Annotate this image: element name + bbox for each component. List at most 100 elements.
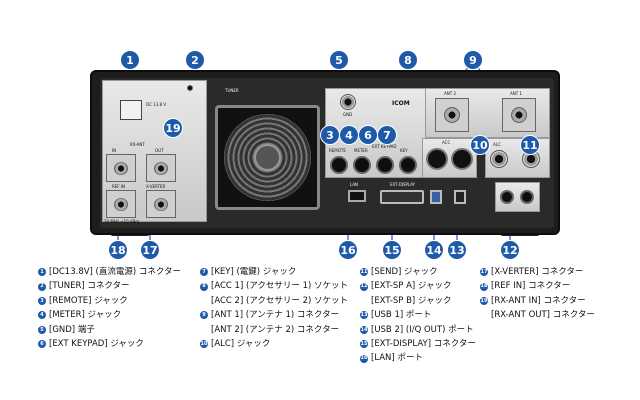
legend-text: [RX-ANT OUT] コネクター (491, 310, 595, 321)
legend-num: 17 (480, 268, 488, 277)
callout-7: 7 (377, 125, 397, 145)
legend-num: 10 (200, 340, 208, 349)
tuner-connector[interactable] (187, 85, 193, 91)
ext-keypad-jack[interactable] (376, 156, 394, 174)
legend-item: 1[DC13.8V] (直流電源) コネクター (38, 265, 181, 279)
cooling-fan (215, 105, 320, 210)
alc-jack[interactable] (490, 150, 508, 168)
legend-text: [GND] 端子 (49, 324, 95, 335)
callout-18: 18 (108, 240, 128, 260)
remote-label: REMOTE (329, 148, 346, 153)
callout-10: 10 (470, 135, 490, 155)
ant2-label: ANT 2 (444, 91, 456, 96)
legend-text: [ANT 2] (アンテナ 2) コネクター (211, 324, 340, 335)
ext-sp-b-jack[interactable] (520, 190, 534, 204)
callout-14: 14 (424, 240, 444, 260)
legend-item: 19[RX-ANT IN] コネクター (480, 294, 595, 308)
rx-ant-out-connector[interactable] (146, 154, 176, 182)
legend-num: 14 (360, 325, 368, 334)
ant1-label: ANT 1 (510, 91, 522, 96)
legend-num: 6 (38, 340, 46, 349)
legend-num: 3 (38, 297, 46, 306)
ref-in-label: REF IN (112, 184, 126, 189)
ext-sp-a-jack[interactable] (500, 190, 514, 204)
callout-3: 3 (320, 125, 340, 145)
rear-panel: DC 13.8 V TUNER RX-ANT IN OUT REF IN X-V… (90, 70, 560, 235)
legend-num (200, 326, 208, 334)
legend-num: 15 (360, 340, 368, 349)
gnd-label: GND (343, 112, 353, 117)
lan-port[interactable] (348, 190, 366, 202)
legend-text: [DC13.8V] (直流電源) コネクター (49, 267, 182, 277)
legend-text: [USB 1] ポート (371, 310, 432, 321)
legend-num: 11 (360, 268, 368, 277)
callout-1: 1 (120, 50, 140, 70)
ref-in-connector[interactable] (106, 190, 136, 218)
legend-item: 11[SEND] ジャック (360, 265, 476, 279)
legend-num: 18 (480, 282, 488, 291)
legend-item: [ANT 2] (アンテナ 2) コネクター (200, 323, 348, 337)
acc1-socket[interactable] (426, 148, 448, 170)
ext-display-connector[interactable] (380, 190, 424, 204)
legend-col-1: 1[DC13.8V] (直流電源) コネクター 2[TUNER] コネクター 3… (38, 265, 181, 351)
ext-display-label: EXT-DISPLAY (390, 182, 416, 187)
legend-num (480, 311, 488, 319)
fan-hub (254, 144, 281, 171)
legend-num: 5 (38, 325, 46, 334)
legend-text: [EXT-SP A] ジャック (371, 281, 452, 292)
legend-num: 1 (38, 268, 46, 277)
legend-text: [LAN] ポート (371, 353, 423, 364)
usb2-port[interactable] (430, 190, 442, 204)
ant2-connector[interactable] (435, 98, 469, 132)
legend-num: 9 (200, 311, 208, 320)
legend-text: [EXT KEYPAD] ジャック (49, 339, 144, 350)
callout-17: 17 (140, 240, 160, 260)
callout-16: 16 (338, 240, 358, 260)
rx-ant-label: RX-ANT (130, 142, 145, 147)
acc2-socket[interactable] (451, 148, 473, 170)
legend-col-2: 7[KEY] (電鍵) ジャック 8[ACC 1] (アクセサリー 1) ソケッ… (200, 265, 348, 351)
legend-item: 13[USB 1] ポート (360, 308, 476, 322)
legend-item: 4[METER] ジャック (38, 308, 181, 322)
legend-text: [X-VERTER] コネクター (491, 267, 584, 277)
legend-item: 7[KEY] (電鍵) ジャック (200, 265, 348, 279)
rear-panel-inner: DC 13.8 V TUNER RX-ANT IN OUT REF IN X-V… (100, 78, 554, 228)
legend-text: [RX-ANT IN] コネクター (491, 295, 586, 306)
dc-power-connector[interactable] (120, 100, 142, 120)
remote-jack[interactable] (330, 156, 348, 174)
callout-6: 6 (358, 125, 378, 145)
legend-num: 4 (38, 311, 46, 320)
legend-text: [USB 2] (I/Q OUT) ポート (371, 324, 474, 335)
meter-jack[interactable] (353, 156, 371, 174)
legend-num (360, 297, 368, 305)
legend-item: [ACC 2] (アクセサリー 2) ソケット (200, 294, 348, 308)
meter-label: METER (354, 148, 368, 153)
legend-num (200, 297, 208, 305)
x-verter-label: X-VERTER (146, 184, 166, 189)
callout-9: 9 (463, 50, 483, 70)
lan-label: LAN (350, 182, 359, 187)
legend-item: 5[GND] 端子 (38, 323, 181, 337)
legend-text: [REF IN] コネクター (491, 281, 571, 292)
legend-num: 13 (360, 311, 368, 320)
gnd-terminal[interactable] (340, 94, 356, 110)
legend-text: [EXT-SP B] ジャック (371, 295, 452, 306)
callout-8: 8 (398, 50, 418, 70)
x-verter-connector[interactable] (146, 190, 176, 218)
icom-logo: ICOM (392, 100, 410, 107)
callout-19: 19 (163, 118, 183, 138)
legend-item: 8[ACC 1] (アクセサリー 1) ソケット (200, 279, 348, 293)
callout-5: 5 (329, 50, 349, 70)
legend-num: 19 (480, 297, 488, 306)
usb1-port[interactable] (454, 190, 466, 204)
ref-note: 10 MHz ~10 dBm (104, 219, 140, 224)
ant1-connector[interactable] (502, 98, 536, 132)
rx-out-label: OUT (155, 148, 164, 153)
callout-13: 13 (447, 240, 467, 260)
callout-12: 12 (500, 240, 520, 260)
key-jack[interactable] (399, 156, 417, 174)
legend-item: 17[X-VERTER] コネクター (480, 265, 595, 279)
legend-num: 12 (360, 282, 368, 291)
rx-ant-in-connector[interactable] (106, 154, 136, 182)
legend-item: 2[TUNER] コネクター (38, 279, 181, 293)
